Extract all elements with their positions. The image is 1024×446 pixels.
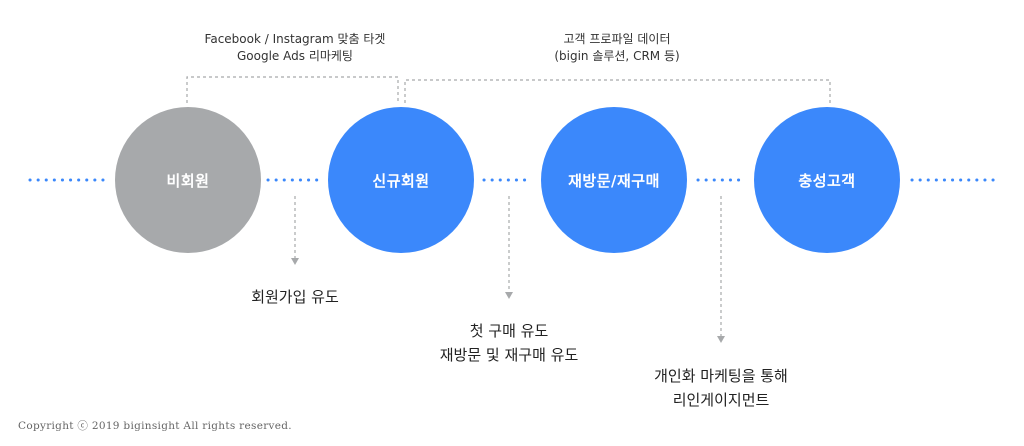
stage-label: 비회원 (166, 171, 210, 190)
stage-label: 충성고객 (798, 171, 856, 190)
goal-arrowhead-1 (291, 258, 299, 265)
goal-line: 첫 구매 유도 (469, 322, 549, 340)
channel-line: (bigin 솔루션, CRM 등) (554, 49, 680, 63)
goal-line: 리인게이지먼트 (672, 391, 770, 409)
copyright-text: Copyright ⓒ 2019 biginsight All rights r… (18, 420, 292, 432)
goal-label-purchase: 첫 구매 유도 재방문 및 재구매 유도 (399, 319, 619, 367)
channel-line: Google Ads 리마케팅 (237, 49, 353, 63)
stage-loyal-customer: 충성고객 (754, 107, 900, 253)
goal-label-signup: 회원가입 유도 (195, 285, 395, 309)
channel-line: 고객 프로파일 데이터 (563, 32, 671, 46)
channel-label-profile: 고객 프로파일 데이터 (bigin 솔루션, CRM 등) (497, 31, 737, 65)
goal-label-reengagement: 개인화 마케팅을 통해 리인게이지먼트 (611, 364, 831, 412)
stage-label: 재방문/재구매 (568, 171, 660, 190)
goal-arrowhead-2 (505, 292, 513, 299)
goal-line: 개인화 마케팅을 통해 (654, 367, 788, 385)
goal-line: 회원가입 유도 (251, 288, 339, 306)
channel-line: Facebook / Instagram 맞춤 타겟 (204, 32, 386, 46)
stage-new-member: 신규회원 (328, 107, 474, 253)
channel-bracket-2 (404, 79, 831, 103)
stage-revisit-repurchase: 재방문/재구매 (541, 107, 687, 253)
channel-label-ads: Facebook / Instagram 맞춤 타겟 Google Ads 리마… (175, 31, 415, 65)
goal-arrowhead-3 (717, 336, 725, 343)
stage-label: 신규회원 (372, 171, 430, 190)
goal-line: 재방문 및 재구매 유도 (439, 346, 579, 364)
stage-non-member: 비회원 (115, 107, 261, 253)
channel-bracket-1 (186, 76, 399, 103)
